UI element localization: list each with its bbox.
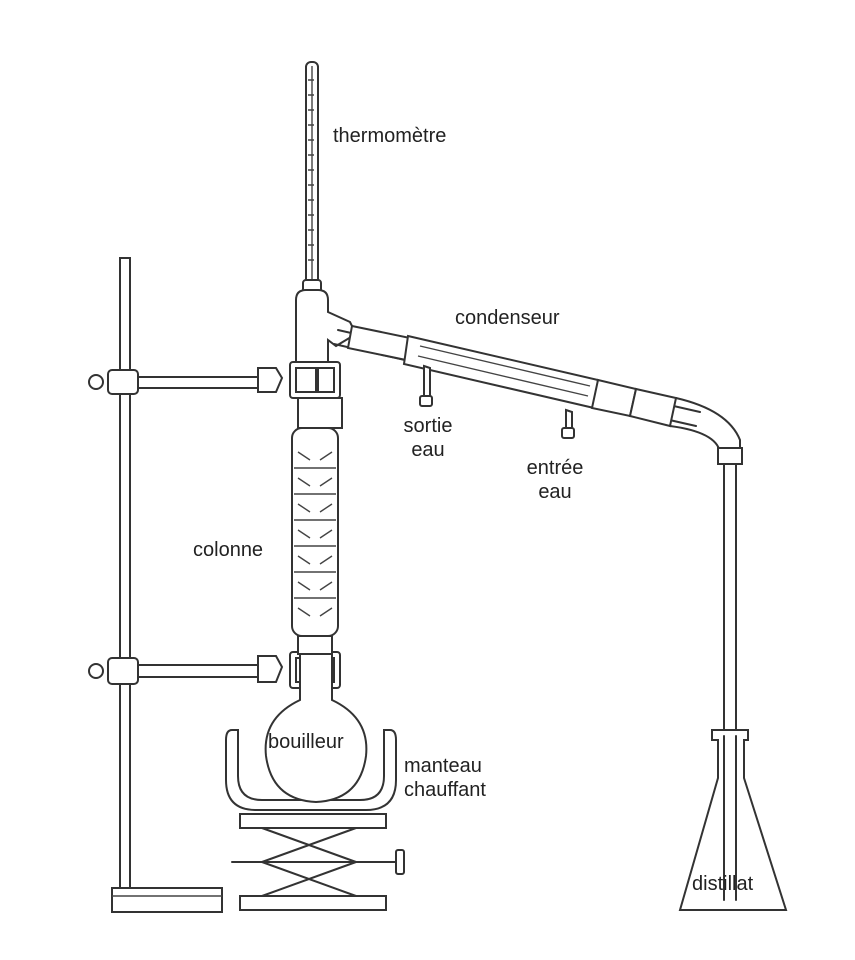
condenser	[333, 324, 701, 439]
label-sortie-eau: sortie eau	[396, 414, 460, 462]
lab-jack	[231, 813, 405, 911]
boiling-flask	[264, 653, 368, 804]
label-condenseur: condenseur	[455, 307, 560, 329]
label-distillat: distillat	[692, 873, 754, 895]
label-entree-line1: entrée	[526, 457, 584, 479]
support-stand	[111, 257, 223, 913]
label-manteau-chauffant: manteau chauffant	[404, 754, 486, 802]
label-colonne: colonne	[193, 539, 264, 561]
column	[291, 397, 343, 655]
label-manteau-line2: chauffant	[404, 779, 486, 801]
erlenmeyer-flask	[678, 729, 788, 911]
label-entree-eau: entrée eau	[520, 456, 590, 504]
label-sortie-line2: eau	[411, 439, 445, 461]
still-head	[295, 289, 358, 363]
upper-clamp	[88, 361, 341, 399]
label-bouilleur: bouilleur	[268, 731, 344, 753]
label-entree-line2: eau	[538, 481, 572, 503]
bent-adapter	[669, 397, 743, 737]
label-thermometre: thermomètre	[333, 125, 447, 147]
label-sortie-line1: sortie	[403, 415, 453, 437]
heating-mantle	[225, 729, 397, 811]
label-manteau-line1: manteau	[404, 755, 482, 777]
thermometer	[302, 61, 322, 305]
